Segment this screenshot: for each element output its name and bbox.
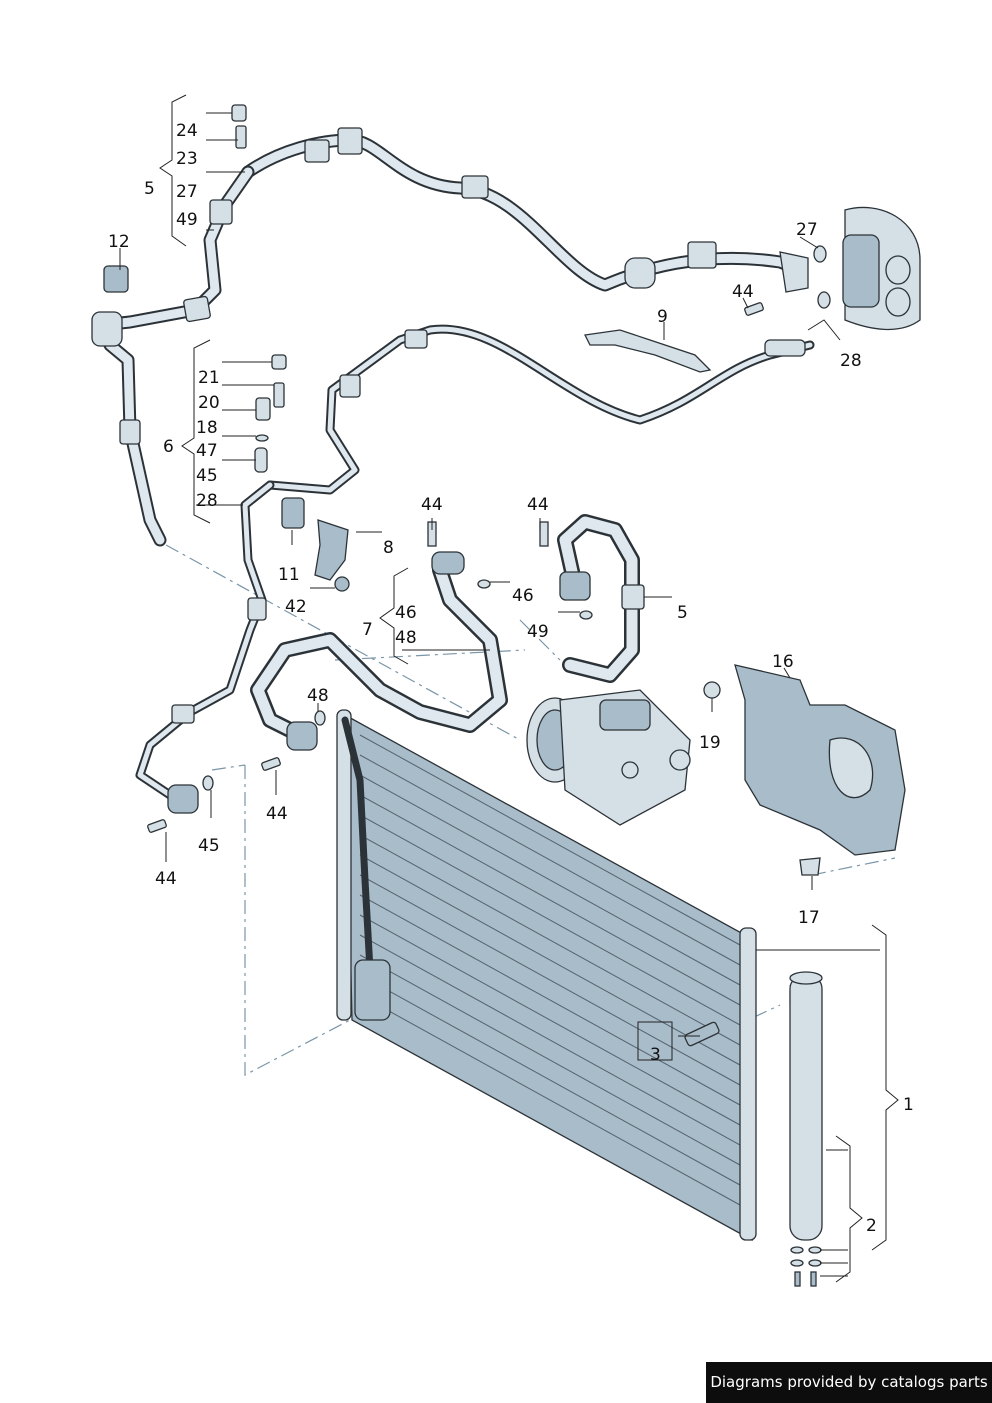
label-24: 24 [176,121,198,141]
label-44-lower-left: 44 [155,869,177,889]
label-44-center-right: 44 [527,495,549,515]
receiver-drier [789,971,823,1287]
footer-credit: Diagrams provided by catalogs parts [706,1362,992,1403]
condenser [336,709,757,1242]
label-23: 23 [176,149,198,169]
pipe-5-upper [91,127,809,547]
label-45-lower: 45 [198,836,220,856]
label-21: 21 [198,368,220,388]
label-49-left: 49 [176,210,198,230]
label-11: 11 [278,565,300,585]
label-44-center-left: 44 [421,495,443,515]
label-8: 8 [383,538,394,558]
callout-labels: 24 23 5 27 49 12 27 44 9 28 21 20 18 6 4… [108,121,914,1236]
label-45-middle: 45 [196,466,218,486]
label-19: 19 [699,733,721,753]
label-17: 17 [798,908,820,928]
label-48-center: 48 [395,628,417,648]
label-44-upper-right: 44 [732,282,754,302]
label-49-center: 49 [527,622,549,642]
label-27-right: 27 [796,220,818,240]
small-parts [103,104,831,1047]
label-28-right: 28 [840,351,862,371]
label-16: 16 [772,652,794,672]
pipe-6-middle [135,324,815,814]
label-3: 3 [650,1045,661,1065]
braces [159,94,899,1283]
label-5-lower: 5 [677,603,688,623]
leader-lines [119,112,880,1277]
label-9: 9 [657,307,668,327]
label-20: 20 [198,393,220,413]
label-2: 2 [866,1216,877,1236]
heat-shield [703,664,906,876]
label-7: 7 [362,620,373,640]
bracket-9 [584,329,712,373]
label-46-right: 46 [512,586,534,606]
firewall-block [842,206,921,331]
label-5-upper: 5 [144,179,155,199]
label-42: 42 [285,597,307,617]
label-48-lower: 48 [307,686,329,706]
label-47: 47 [196,441,218,461]
label-6: 6 [163,437,174,457]
label-44-lower-middle: 44 [266,804,288,824]
label-12: 12 [108,232,130,252]
label-27-left: 27 [176,182,198,202]
label-1: 1 [903,1095,914,1115]
label-28-middle: 28 [196,491,218,511]
compressor [526,689,691,826]
label-18: 18 [196,418,218,438]
label-46-left: 46 [395,603,417,623]
pipe-5-lower [557,514,645,683]
pipe-7 [250,551,508,751]
